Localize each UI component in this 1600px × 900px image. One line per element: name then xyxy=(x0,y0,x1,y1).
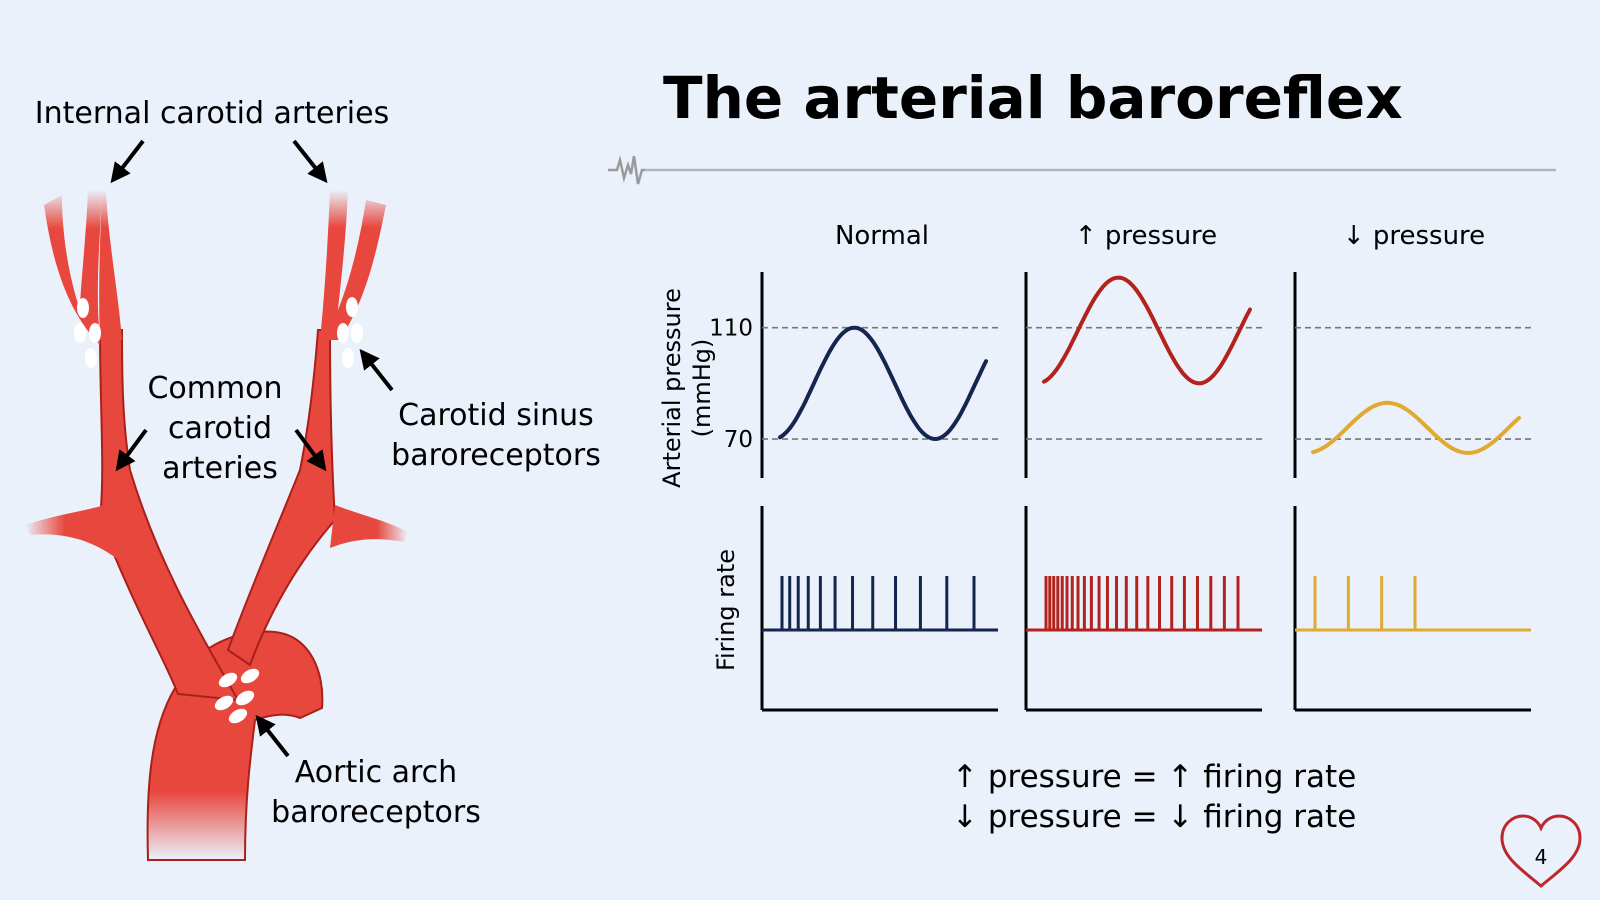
tick-70: 70 xyxy=(724,427,753,453)
baroreflex-chart: Normal ↑ pressure ↓ pressure Arterial pr… xyxy=(658,221,1531,712)
summary-line-2: ↓ pressure = ↓ firing rate xyxy=(952,799,1356,835)
carotid-sinus-label-line1: Carotid sinus xyxy=(398,398,594,433)
carotid-sinus-arrow xyxy=(359,348,394,392)
internal-carotid-arrow-right xyxy=(292,139,328,184)
aortic-arch-arrow xyxy=(255,714,290,758)
right-subclavian xyxy=(330,505,408,548)
common-carotid-arrow-right xyxy=(294,428,327,472)
right-common-carotid xyxy=(226,329,337,667)
internal-carotid-label: Internal carotid arteries xyxy=(35,96,389,131)
common-carotid-label-line1: Common xyxy=(147,371,282,406)
common-carotid-label-line2: carotid xyxy=(168,411,272,446)
summary-line-1: ↑ pressure = ↑ firing rate xyxy=(952,759,1356,795)
pressure-ylabel-line2: (mmHg) xyxy=(688,339,716,438)
common-carotid-label-line3: arteries xyxy=(162,451,278,486)
panel-header-high: ↑ pressure xyxy=(1075,221,1217,251)
pressure-wave-high xyxy=(1042,275,1252,386)
left-carotid-sinus-receptors xyxy=(74,298,101,368)
pressure-wave-normal xyxy=(778,325,988,442)
pressure-wave-low xyxy=(1311,400,1521,455)
internal-carotid-arrow-left xyxy=(110,139,145,184)
pressure-ylabel-line1: Arterial pressure xyxy=(658,288,686,488)
panel-header-normal: Normal xyxy=(835,221,929,251)
heart-icon xyxy=(1500,814,1582,888)
right-internal-carotid xyxy=(320,190,386,340)
left-subclavian xyxy=(25,505,125,565)
common-carotid-arrow-left xyxy=(115,428,148,472)
aortic-arch-receptors xyxy=(214,668,260,724)
page-title: The arterial baroreflex xyxy=(663,64,1403,132)
tick-110: 110 xyxy=(709,316,753,342)
carotid-sinus-label-line2: baroreceptors xyxy=(391,438,601,473)
aortic-arch-label-line2: baroreceptors xyxy=(271,795,481,830)
right-carotid-sinus-receptors xyxy=(337,297,363,368)
ecg-icon xyxy=(608,155,645,185)
page-number: 4 xyxy=(1535,845,1548,869)
divider-line xyxy=(608,155,1556,185)
page-number-badge: 4 xyxy=(1500,814,1582,888)
panel-header-low: ↓ pressure xyxy=(1343,221,1485,251)
firing-ylabel: Firing rate xyxy=(712,549,740,671)
aortic-arch-label-line1: Aortic arch xyxy=(295,755,457,790)
left-internal-carotid xyxy=(44,190,102,345)
artery-illustration xyxy=(25,190,408,861)
